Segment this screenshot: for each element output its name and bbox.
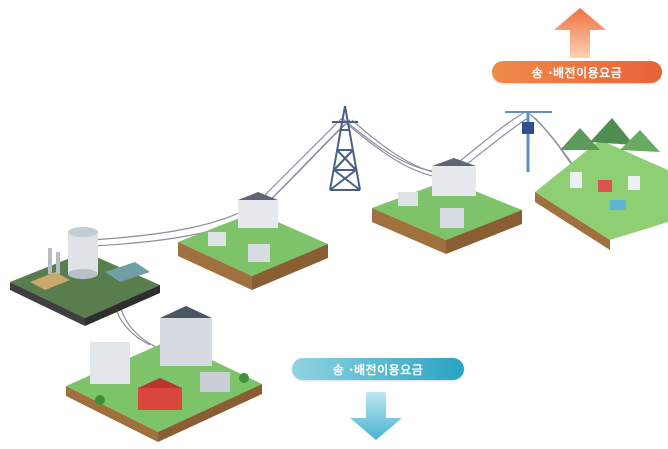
factory-block — [66, 306, 262, 442]
transmission-tower — [329, 105, 361, 191]
bottom-fee-label: 송 ·배전이용요금 — [292, 358, 464, 380]
substation-right — [372, 158, 522, 254]
arrow-down-icon — [350, 392, 402, 440]
top-fee-label: 송 ·배전이용요금 — [492, 61, 662, 83]
substation-left — [178, 192, 328, 290]
distribution-pole — [505, 111, 552, 172]
village-block — [535, 118, 668, 250]
power-plant-block — [10, 227, 160, 326]
arrow-up-icon — [554, 8, 606, 58]
